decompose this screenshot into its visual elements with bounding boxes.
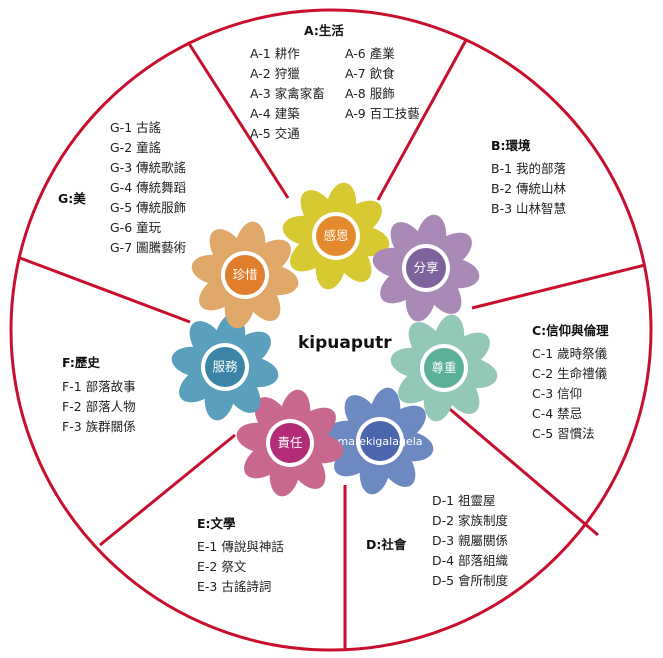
section-a-col1: A-1 耕作 A-2 狩獵 A-3 家禽家畜 A-4 建築 A-5 交通 [250, 44, 325, 144]
section-d-item: D-5 會所制度 [432, 573, 509, 588]
divider-a-g [186, 41, 290, 199]
section-f-item: F-2 部落人物 [62, 399, 136, 414]
section-g-item: G-6 童玩 [110, 220, 162, 235]
flower-core [406, 248, 446, 288]
section-b-list: B-1 我的部落 B-2 傳統山林 B-3 山林智慧 [491, 159, 566, 219]
section-c-item: C-2 生命禮儀 [532, 366, 608, 381]
section-d-item: D-2 家族制度 [432, 513, 509, 528]
section-a-item: A-8 服飾 [345, 86, 395, 101]
section-b-item: B-2 傳統山林 [491, 181, 567, 196]
section-e-item: E-1 傳說與神話 [197, 539, 284, 554]
section-c-item: C-5 習慣法 [532, 426, 595, 441]
section-a-item: A-2 狩獵 [250, 66, 300, 81]
section-g-item: G-5 傳統服飾 [110, 200, 187, 215]
flower-label: 珍惜 [232, 267, 257, 282]
section-d-item: D-1 祖靈屋 [432, 493, 496, 508]
center-word: kipuaputr [298, 333, 392, 353]
flower-core [225, 255, 265, 295]
flower-respect: 尊重 [390, 314, 498, 422]
section-d-item: D-3 親屬關係 [432, 533, 509, 548]
divider-c-d [444, 403, 599, 537]
section-a-item: A-9 百工技藝 [345, 106, 420, 121]
section-a-col2: A-6 產業 A-7 飲食 A-8 服飾 A-9 百工技藝 [345, 44, 420, 124]
section-a-item: A-1 耕作 [250, 46, 300, 61]
section-c-item: C-3 信仰 [532, 386, 583, 401]
flower-core [205, 347, 245, 387]
flower-core [270, 423, 310, 463]
divider-a-b [376, 39, 468, 201]
section-a-title: A:生活 [304, 23, 344, 38]
section-a-item: A-4 建築 [250, 106, 300, 121]
wheel-outer-circle [9, 8, 653, 652]
flower-gratitude: 感恩 [282, 182, 390, 290]
divider-e-f [99, 433, 236, 547]
flower-cherish: 珍惜 [191, 221, 299, 329]
flower-responsibility: 責任 [236, 389, 344, 497]
flower-label: 尊重 [431, 360, 456, 375]
section-a-item: A-3 家禽家畜 [250, 86, 325, 101]
flower-label: 責任 [277, 435, 302, 450]
section-g-item: G-7 圖騰藝術 [110, 240, 187, 255]
section-f-title: F:歷史 [62, 355, 100, 370]
section-d-list: D-1 祖靈屋 D-2 家族制度 D-3 親屬關係 D-4 部落組織 D-5 會… [432, 491, 508, 591]
flower-core [316, 216, 356, 256]
divider-f-g [19, 256, 191, 324]
section-a-item: A-7 飲食 [345, 66, 395, 81]
section-e-list: E-1 傳說與神話 E-2 祭文 E-3 古謠詩詞 [197, 537, 284, 597]
section-c-title: C:信仰與倫理 [532, 323, 609, 338]
section-c-item: C-1 歲時祭儀 [532, 346, 608, 361]
section-g-title: G:美 [58, 191, 86, 206]
flower-label: 感恩 [323, 228, 348, 243]
flower-label: 服務 [212, 359, 238, 374]
section-f-item: F-1 部落故事 [62, 379, 136, 394]
section-d-item: D-4 部落組織 [432, 553, 509, 568]
section-a-item: A-5 交通 [250, 126, 300, 141]
flower-service: 服務 [171, 313, 279, 421]
section-g-item: G-4 傳統舞蹈 [110, 180, 187, 195]
section-g-item: G-2 童謠 [110, 140, 162, 155]
flower-label: 分享 [413, 260, 438, 275]
flower-marekigalagela: marekigalagela [326, 387, 434, 495]
flower-core [424, 348, 464, 388]
section-e-item: E-3 古謠詩詞 [197, 579, 272, 594]
flower-core [360, 421, 400, 461]
section-c-list: C-1 歲時祭儀 C-2 生命禮儀 C-3 信仰 C-4 禁忌 C-5 習慣法 [532, 344, 607, 444]
section-f-list: F-1 部落故事 F-2 部落人物 F-3 族群關係 [62, 377, 136, 437]
flower-sharing: 分享 [372, 214, 480, 322]
flower-label: marekigalagela [338, 435, 423, 448]
section-a-item: A-6 產業 [345, 46, 395, 61]
section-g-item: G-1 古謠 [110, 120, 162, 135]
section-e-title: E:文學 [197, 516, 236, 531]
section-f-item: F-3 族群關係 [62, 419, 136, 434]
section-b-item: B-1 我的部落 [491, 161, 567, 176]
section-b-title: B:環境 [491, 138, 531, 153]
section-e-item: E-2 祭文 [197, 559, 247, 574]
divider-b-c [471, 263, 646, 310]
section-g-list: G-1 古謠 G-2 童謠 G-3 傳統歌謠 G-4 傳統舞蹈 G-5 傳統服飾… [110, 118, 186, 258]
section-c-item: C-4 禁忌 [532, 406, 583, 421]
section-g-item: G-3 傳統歌謠 [110, 160, 187, 175]
section-d-title: D:社會 [366, 537, 407, 552]
section-b-item: B-3 山林智慧 [491, 201, 567, 216]
